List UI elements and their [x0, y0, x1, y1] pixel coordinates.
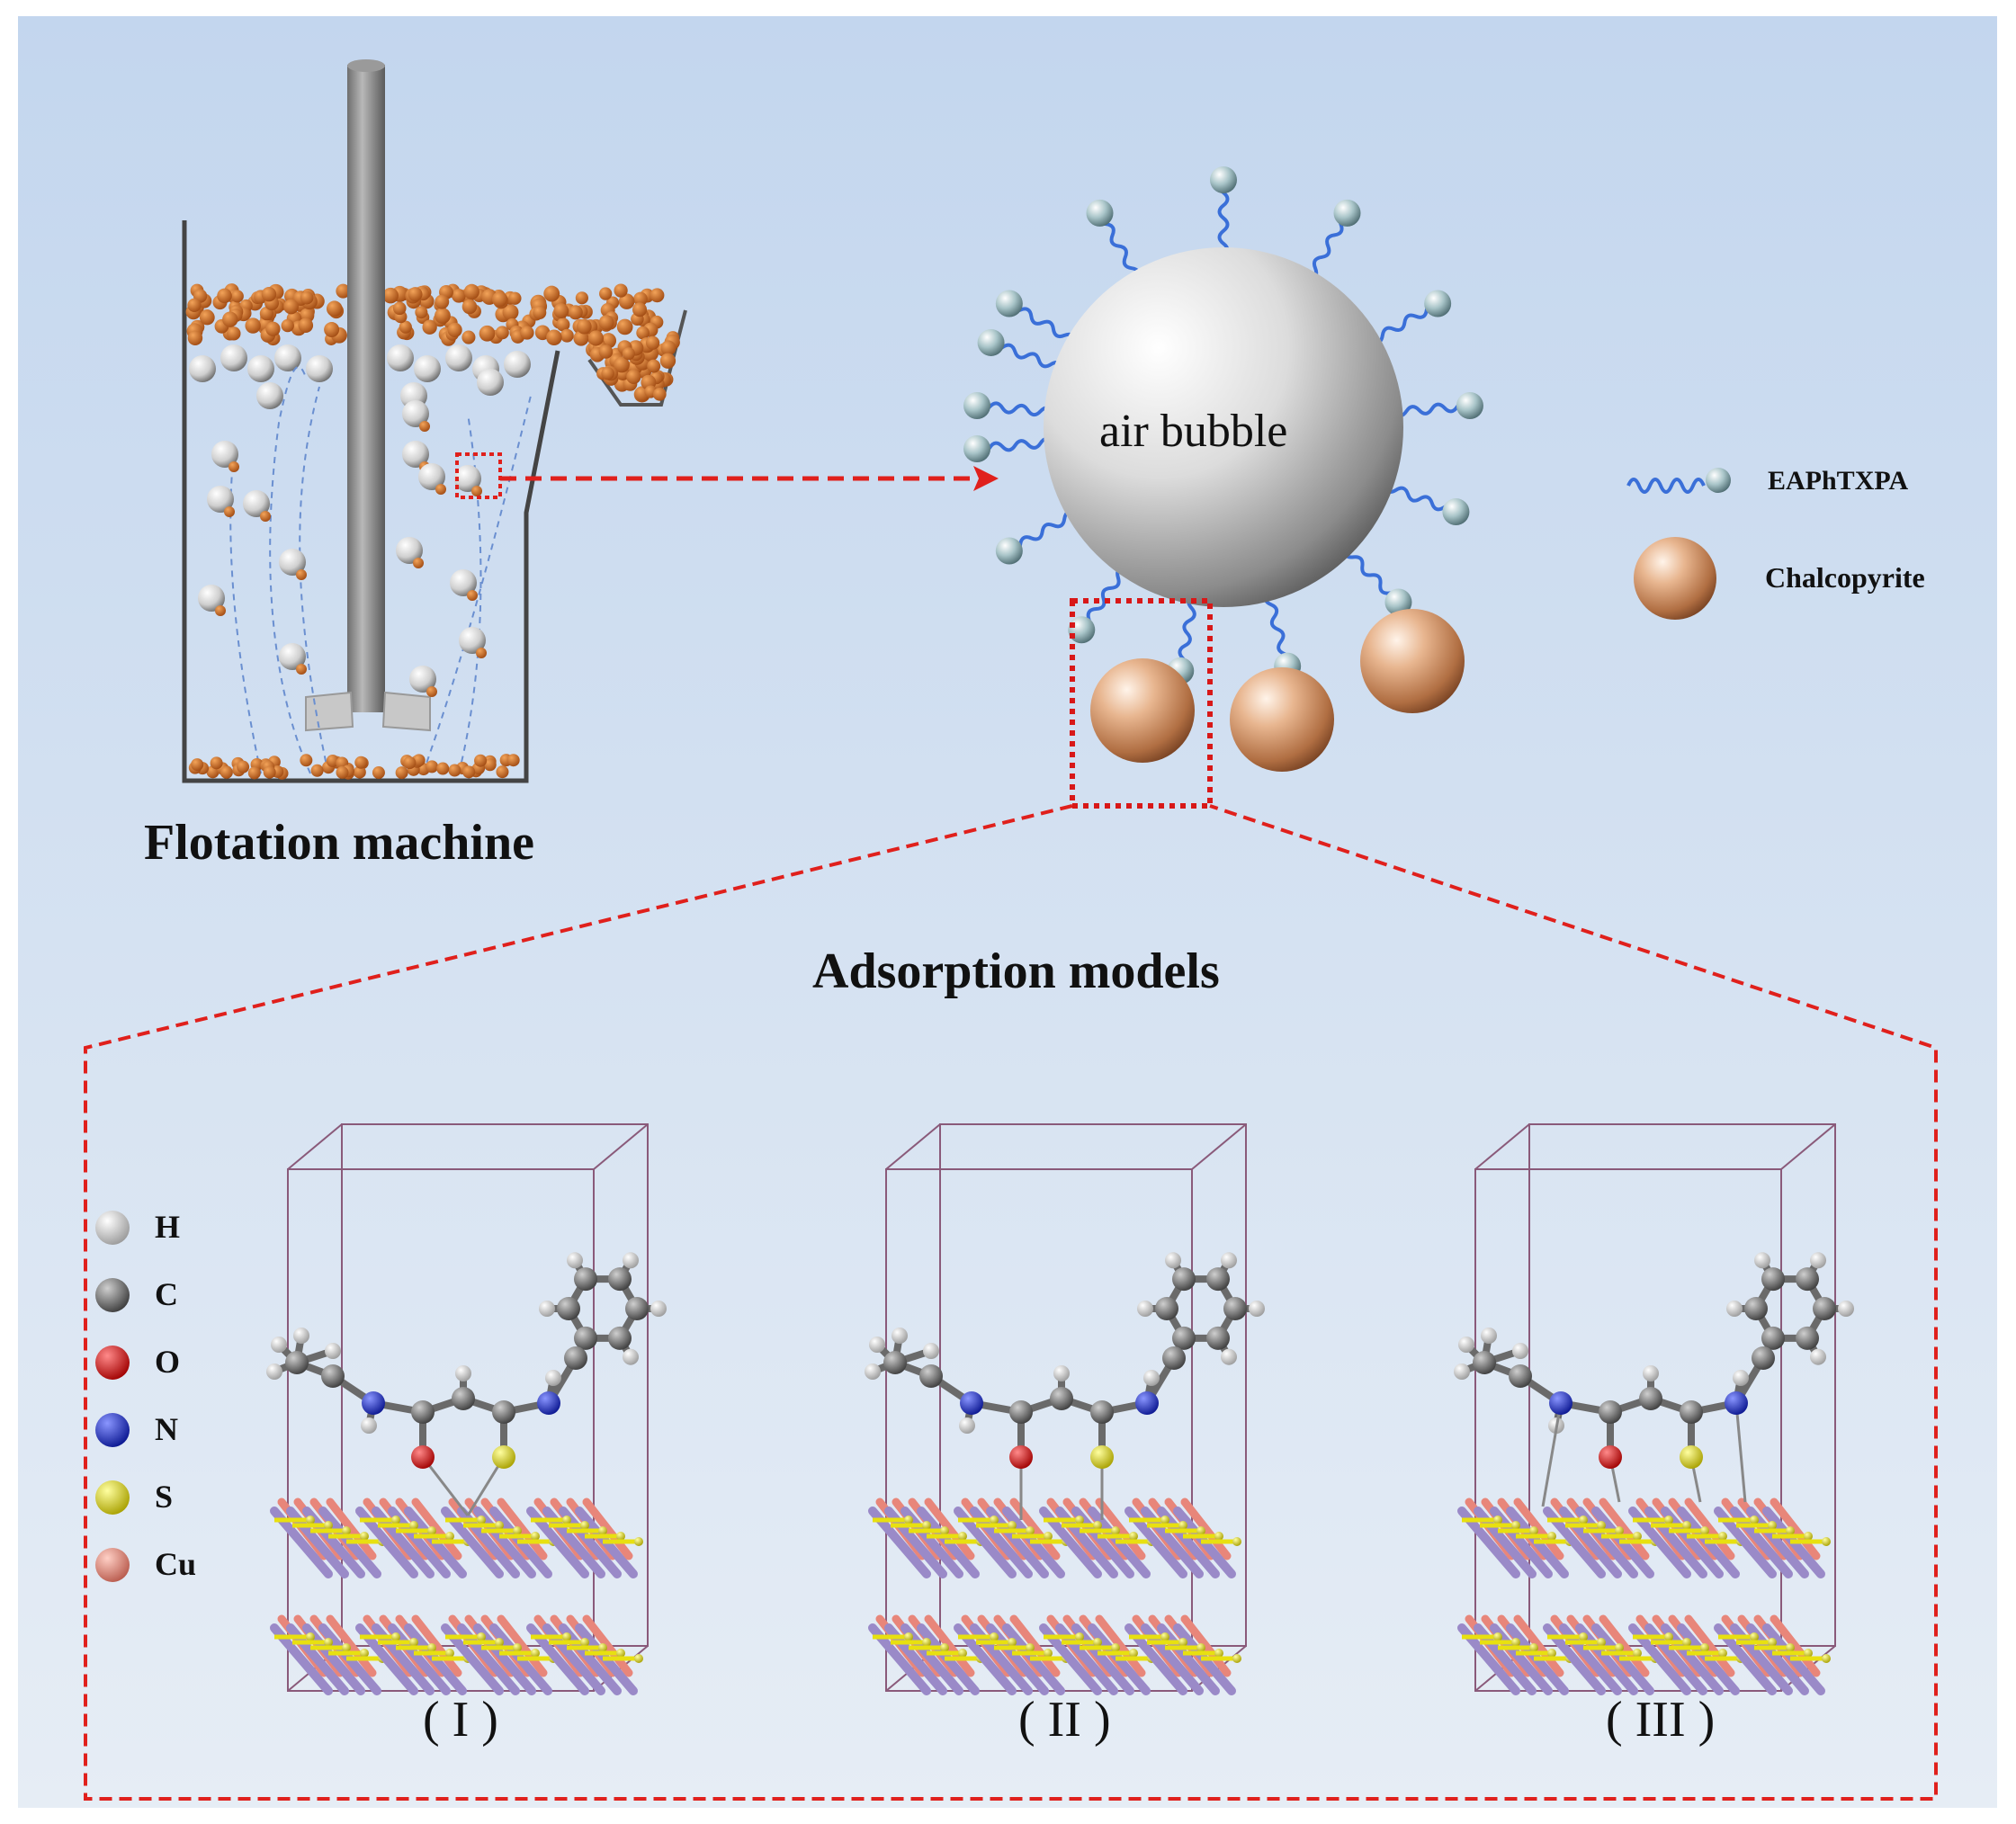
atom-legend-c: C [155, 1276, 178, 1312]
adsorption-models-title: Adsorption models [812, 943, 1220, 999]
atom-n-icon [95, 1413, 130, 1447]
atom-legend-h: H [155, 1209, 181, 1245]
zoom-arrow [500, 466, 999, 491]
legend-chalcopyrite-label: Chalcopyrite [1765, 561, 1925, 594]
adsorption-model-cell [865, 1123, 1265, 1695]
atom-cu-icon [95, 1548, 130, 1582]
settled-particles [188, 754, 520, 780]
adsorption-model-cell [266, 1123, 667, 1695]
atom-c-icon [95, 1278, 130, 1312]
froth-particles [185, 283, 680, 409]
legend-top [1626, 468, 1731, 620]
chalcopyrite-particle [1360, 609, 1465, 713]
adsorption-models [266, 1123, 1854, 1695]
flotation-machine-illustration [182, 59, 687, 783]
chalcopyrite-particle [1230, 667, 1334, 772]
model-2-label: ( II ) [1018, 1692, 1111, 1748]
atom-legend-cu: Cu [155, 1546, 197, 1582]
air-bubble-group [963, 166, 1483, 809]
atom-h-icon [95, 1211, 130, 1245]
air-bubble [1044, 247, 1403, 607]
collector-molecules [963, 166, 1483, 684]
legend-eaphtxpa-label: EAPhTXPA [1768, 466, 1909, 496]
atom-legend-s: S [155, 1479, 174, 1515]
chalcopyrite-particle-icon [1634, 537, 1716, 620]
adsorption-callout-frame [84, 804, 1938, 1801]
adsorption-model-cell [1454, 1123, 1854, 1695]
atom-legend [95, 1211, 130, 1582]
impeller-blade-right [381, 691, 431, 732]
pulp-bubbles [198, 400, 487, 697]
atom-legend-o: O [155, 1344, 181, 1380]
callout-box-small [455, 452, 502, 499]
impeller-blade-left [305, 691, 354, 732]
collector-molecule-icon [1626, 478, 1706, 494]
chalcopyrite-particle [1090, 658, 1195, 763]
atom-o-icon [95, 1346, 130, 1380]
atom-legend-n: N [155, 1411, 178, 1447]
flotation-machine-label: Flotation machine [144, 815, 534, 871]
atom-s-icon [95, 1480, 130, 1515]
model-1-label: ( I ) [423, 1692, 498, 1748]
impeller-shaft [347, 65, 385, 712]
model-3-label: ( III ) [1606, 1692, 1716, 1748]
air-bubble-label: air bubble [1099, 406, 1288, 457]
callout-box-interface [1070, 598, 1213, 809]
